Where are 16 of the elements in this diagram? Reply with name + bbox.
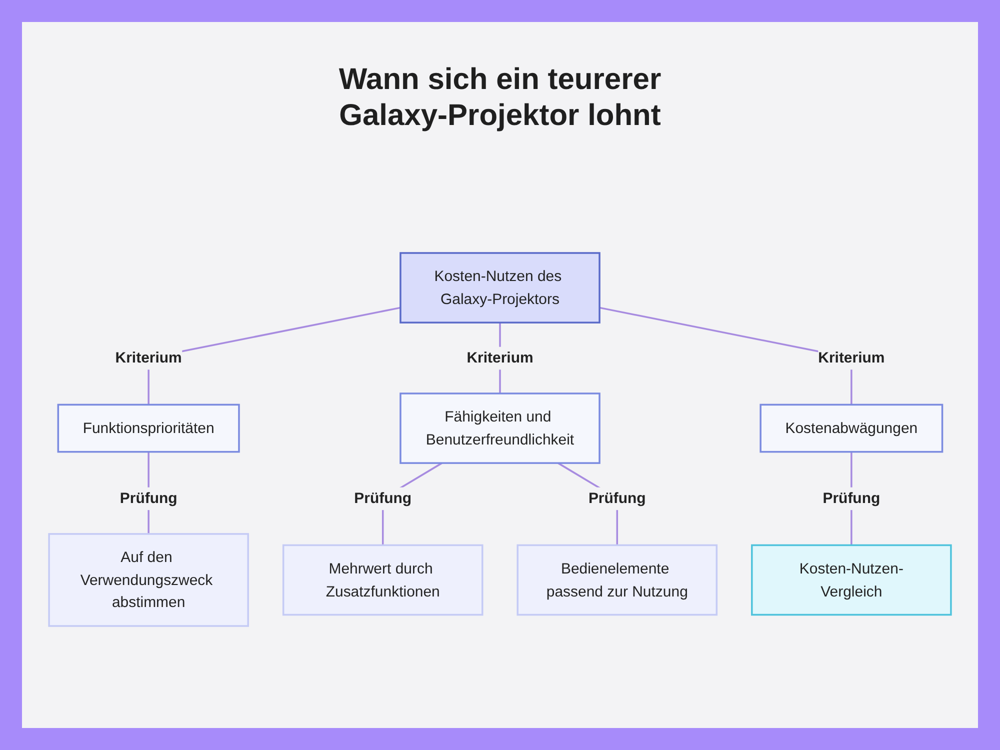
diagram-title: Wann sich ein teurerer Galaxy-Projektor lohnt	[338, 62, 662, 134]
edge-label: Kriterium	[115, 349, 182, 366]
node-box: Kosten-Nutzen des Galaxy-Projektors	[400, 252, 600, 324]
node-box: Funktionsprioritäten	[57, 404, 240, 453]
edge-label: Prüfung	[822, 490, 880, 507]
node-box: Kosten-Nutzen-Vergleich	[751, 544, 952, 616]
node-box: Fähigkeiten und Benutzerfreundlichkeit	[400, 392, 600, 464]
node-box: Kostenabwägungen	[760, 404, 944, 453]
node-box: Auf den Verwendungszweck abstimmen	[48, 533, 249, 627]
edge-label: Kriterium	[466, 349, 534, 366]
node-box: Bedienelemente passend zur Nutzung	[516, 544, 718, 616]
edge-label: Prüfung	[354, 490, 412, 507]
node-box: Mehrwert durch Zusatzfunktionen	[282, 544, 484, 616]
edge-label: Prüfung	[588, 490, 646, 507]
edge-label: Prüfung	[120, 490, 178, 507]
edge-label: Kriterium	[818, 349, 885, 366]
